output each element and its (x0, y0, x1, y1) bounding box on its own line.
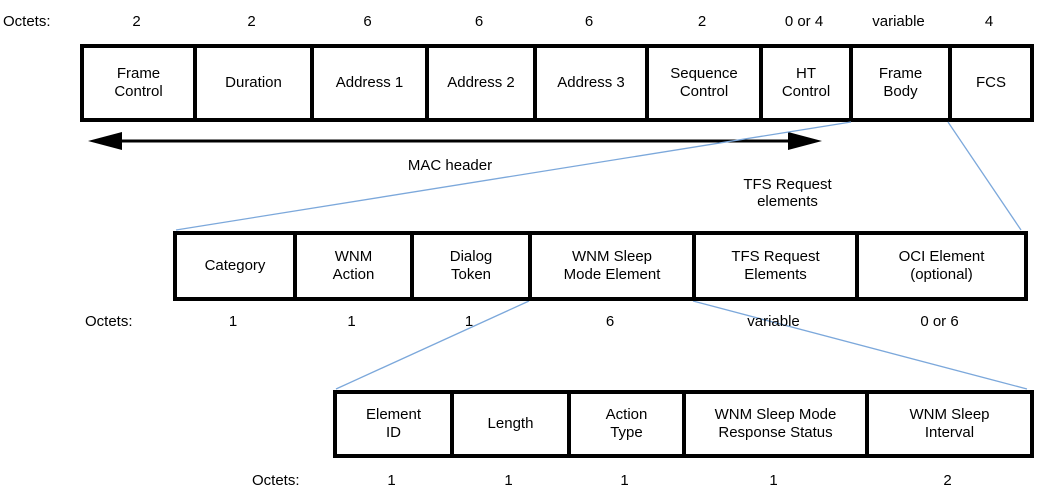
field-wnm-action: WNM Action (293, 231, 414, 301)
octets-oci-element: 0 or 6 (920, 313, 959, 330)
mac-frame-row: Frame Control Duration Address 1 Address… (80, 44, 1034, 122)
octets-element-id: 1 (387, 472, 396, 489)
field-wnm-sleep-mode-response-status: WNM Sleep Mode Response Status (682, 390, 869, 458)
field-address-3: Address 3 (533, 44, 649, 122)
field-label: Address 1 (335, 74, 404, 91)
octets-label-bottom: Octets: (252, 472, 300, 489)
field-duration: Duration (193, 44, 314, 122)
field-frame-body: Frame Body (849, 44, 952, 122)
octets-wnm-sleep-mode-element: 6 (605, 313, 615, 330)
field-label: WNM Sleep Interval (909, 406, 990, 441)
octets-tfs-request-elements: variable (747, 313, 800, 330)
field-wnm-sleep-interval: WNM Sleep Interval (865, 390, 1034, 458)
field-dialog-token: Dialog Token (410, 231, 532, 301)
field-sequence-control: Sequence Control (645, 44, 763, 122)
field-label: TFS Request Elements (731, 248, 820, 283)
octets-fcs: 4 (984, 13, 994, 30)
octets-wnm-sleep-mode-response-status: 1 (769, 472, 778, 489)
octets-dialog-token: 1 (464, 313, 474, 330)
octets-duration: 2 (247, 13, 256, 30)
octets-address-1: 6 (363, 13, 372, 30)
mac-header-label: MAC header (407, 157, 493, 174)
octets-length: 1 (504, 472, 513, 489)
field-address-1: Address 1 (310, 44, 429, 122)
mac-header-span-arrow (88, 132, 822, 150)
field-category: Category (173, 231, 297, 301)
sleep-mode-element-row: Element ID Length Action Type WNM Sleep … (333, 390, 1034, 458)
octets-label-top: Octets: (3, 13, 51, 30)
field-label: Action Type (605, 406, 648, 441)
octets-ht-control: 0 or 4 (784, 13, 824, 30)
field-element-id: Element ID (333, 390, 454, 458)
octets-frame-control: 2 (132, 13, 141, 30)
field-label: FCS (976, 74, 1006, 91)
field-label: Length (487, 415, 534, 432)
field-label: Frame Body (878, 65, 923, 100)
action-frame-row: Category WNM Action Dialog Token WNM Sle… (173, 231, 1028, 301)
field-label: WNM Sleep Mode Response Status (714, 406, 837, 441)
field-label: WNM Action (332, 248, 375, 283)
field-action-type: Action Type (567, 390, 686, 458)
octets-address-3: 6 (584, 13, 594, 30)
field-label: Element ID (365, 406, 422, 441)
connector-frame-body-right (947, 121, 1022, 231)
field-wnm-sleep-mode-element: WNM Sleep Mode Element (528, 231, 696, 301)
field-tfs-request-elements: TFS Request Elements (692, 231, 859, 301)
field-label: WNM Sleep Mode Element (563, 248, 661, 283)
field-label: Dialog Token (449, 248, 493, 283)
field-ht-control: HT Control (759, 44, 853, 122)
tfs-request-elements-label: TFS Request elements (743, 176, 832, 210)
field-label: Address 3 (557, 74, 625, 91)
field-label: Address 2 (447, 74, 515, 91)
field-label: HT Control (781, 65, 831, 100)
field-label: OCI Element (optional) (898, 248, 985, 283)
field-label: Duration (225, 74, 282, 91)
octets-action-type: 1 (620, 472, 629, 489)
field-frame-control: Frame Control (80, 44, 197, 122)
octets-label-middle: Octets: (85, 313, 133, 330)
field-label: Sequence Control (670, 65, 738, 100)
octets-frame-body: variable (872, 13, 925, 30)
octets-address-2: 6 (474, 13, 484, 30)
octets-sequence-control: 2 (697, 13, 707, 30)
octets-wnm-action: 1 (347, 313, 356, 330)
octets-category: 1 (228, 313, 238, 330)
field-label: Category (204, 257, 266, 274)
octets-wnm-sleep-interval: 2 (943, 472, 952, 489)
field-length: Length (450, 390, 571, 458)
field-fcs: FCS (948, 44, 1034, 122)
field-address-2: Address 2 (425, 44, 537, 122)
field-oci-element: OCI Element (optional) (855, 231, 1028, 301)
field-label: Frame Control (114, 65, 163, 100)
